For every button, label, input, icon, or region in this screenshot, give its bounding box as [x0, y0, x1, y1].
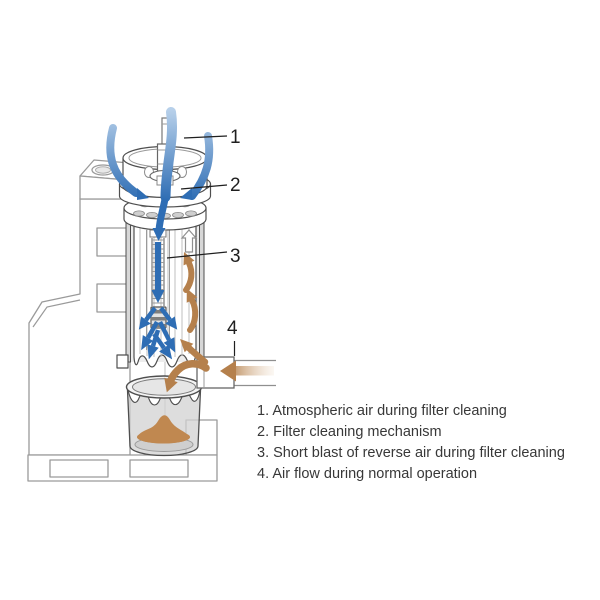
air-stream-right	[188, 132, 214, 200]
air-stream-left	[106, 124, 140, 197]
legend-item-2: 2. Filter cleaning mechanism	[257, 424, 442, 440]
reverse-blast-arrows	[138, 198, 178, 360]
clean-air-arrow	[180, 229, 198, 253]
pallet-slot-right	[129, 459, 189, 478]
callout-1-label: 1	[230, 127, 241, 148]
atmospheric-air-streams	[106, 107, 214, 202]
housing-clamp-tab	[116, 354, 129, 369]
pallet-base	[27, 419, 218, 482]
air-stream-center	[160, 107, 178, 202]
legend-item-4: 4. Air flow during normal operation	[257, 466, 478, 482]
machine-body	[28, 159, 142, 456]
inlet-air-arrow	[220, 360, 274, 382]
callout-line-2	[180, 184, 228, 190]
callout-2-label: 2	[230, 175, 241, 196]
callout-lines	[166, 135, 236, 356]
body-panel-upper	[96, 227, 132, 257]
dust-bin	[125, 375, 203, 457]
legend: 1. Atmospheric air during filter cleanin…	[257, 401, 565, 485]
dust-drop-arrowhead	[164, 377, 178, 393]
legend-item-1: 1. Atmospheric air during filter cleanin…	[257, 403, 507, 419]
callout-line-3	[166, 251, 228, 259]
callout-4-label: 4	[227, 318, 238, 339]
pallet-slot-left	[49, 459, 109, 478]
legend-item-3: 3. Short blast of reverse air during fil…	[257, 445, 565, 461]
normal-airflow-arrows	[164, 229, 274, 393]
callout-3-label: 3	[230, 246, 241, 267]
callout-line-1	[183, 135, 228, 139]
